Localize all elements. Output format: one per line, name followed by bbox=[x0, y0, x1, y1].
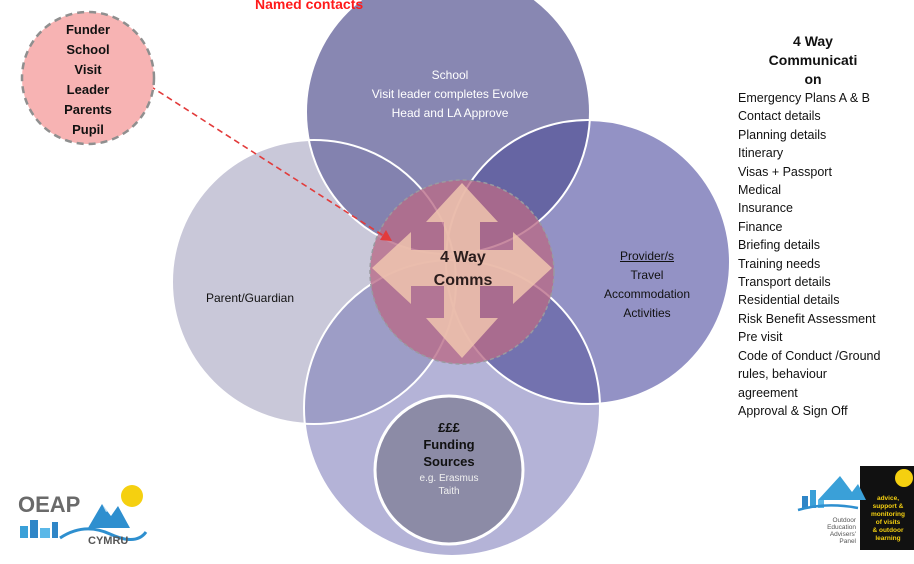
checklist-item: Briefing details bbox=[738, 238, 820, 253]
funding-label: £££ Funding Sources e.g. Erasmus Taith bbox=[389, 419, 509, 498]
funder-list: Funder School Visit Leader Parents Pupil bbox=[20, 10, 156, 150]
funder-line: Funder bbox=[65, 22, 111, 37]
provider-line: Activities bbox=[623, 306, 671, 320]
funding-title-line: Funding bbox=[423, 437, 475, 452]
checklist-item: Finance bbox=[738, 219, 783, 234]
funding-example: e.g. Erasmus bbox=[419, 473, 479, 484]
tag-text: advice, bbox=[877, 495, 899, 502]
overlap-school-provider bbox=[446, 120, 590, 254]
school-line: Head and LA Approve bbox=[391, 106, 509, 120]
funding-example: Taith bbox=[438, 486, 460, 497]
funder-circle bbox=[20, 10, 156, 146]
checklist-item: Insurance bbox=[738, 201, 793, 216]
oeap-panel-logo: Outdoor Education Advisers' Panel advice… bbox=[796, 466, 914, 550]
funding-inner-circle bbox=[373, 394, 525, 546]
school-title: School bbox=[431, 68, 469, 82]
panel-text: Outdoor bbox=[833, 517, 857, 524]
school-label: School Visit leader completes Evolve Hea… bbox=[330, 66, 570, 123]
checklist-item: Transport details bbox=[738, 275, 831, 290]
tag-text: support & bbox=[873, 503, 904, 510]
provider-title: Provider/s bbox=[619, 249, 675, 263]
tag-text: learning bbox=[875, 535, 900, 542]
checklist-item: Approval & Sign Off bbox=[738, 403, 848, 418]
funder-line: Visit bbox=[74, 62, 102, 77]
checklist-item: Planning details bbox=[738, 127, 827, 142]
oeap-logo-text: OEAP bbox=[18, 492, 80, 517]
panel-text: Panel bbox=[839, 538, 856, 545]
checklist-item: rules, behaviour bbox=[738, 367, 827, 382]
checklist-item: Contact details bbox=[738, 109, 821, 124]
panel-text: Education bbox=[827, 524, 856, 531]
checklist-item: Training needs bbox=[738, 256, 821, 271]
four-way-arrow-icon bbox=[372, 183, 552, 358]
oeap-panel-logo-graphic: Outdoor Education Advisers' Panel advice… bbox=[797, 466, 914, 550]
checklist-item: Code of Conduct /Ground bbox=[738, 348, 881, 363]
checklist-title-line: 4 Way bbox=[793, 33, 833, 49]
checklist-items: Emergency Plans A & B Contact details Pl… bbox=[738, 89, 914, 420]
provider-label: Provider/s Travel Accommodation Activiti… bbox=[588, 247, 706, 323]
checklist-item: Residential details bbox=[738, 293, 840, 308]
named-contacts-heading: Named contacts bbox=[255, 0, 364, 12]
panel-text: Advisers' bbox=[830, 531, 856, 538]
communication-checklist: 4 Way Communicati on Emergency Plans A &… bbox=[738, 32, 914, 420]
pointer-dashed-line bbox=[149, 85, 385, 237]
checklist-title: 4 Way Communicati on bbox=[738, 32, 888, 89]
checklist-title-line: on bbox=[804, 71, 822, 87]
center-line-2: Comms bbox=[434, 272, 493, 289]
tag-text: & outdoor bbox=[872, 527, 904, 534]
pointer-arrowhead-icon bbox=[380, 230, 392, 241]
checklist-item: Risk Benefit Assessment bbox=[738, 311, 876, 326]
checklist-item: Pre visit bbox=[738, 330, 783, 345]
oeap-cymru-logo: OEAP CYMRU bbox=[14, 482, 154, 548]
oeap-logo-graphic: OEAP CYMRU bbox=[18, 485, 148, 547]
provider-line: Accommodation bbox=[603, 287, 691, 301]
funding-title-line: Sources bbox=[423, 454, 475, 469]
funder-line: School bbox=[66, 42, 110, 57]
funder-line: Parents bbox=[64, 102, 112, 117]
center-line-1: 4 Way bbox=[440, 249, 486, 266]
checklist-item: Medical bbox=[738, 183, 782, 198]
checklist-item: Itinerary bbox=[738, 146, 784, 161]
checklist-item: agreement bbox=[738, 385, 798, 400]
funding-title-line: £££ bbox=[438, 420, 460, 435]
checklist-item: Emergency Plans A & B bbox=[738, 91, 871, 105]
school-line: Visit leader completes Evolve bbox=[371, 87, 529, 101]
tag-text: monitoring bbox=[871, 511, 905, 518]
funder-line: Pupil bbox=[72, 122, 104, 137]
checklist-item: Visas + Passport bbox=[738, 164, 832, 179]
checklist-title-line: Communicati bbox=[768, 52, 858, 68]
cymru-logo-text: CYMRU bbox=[88, 535, 128, 547]
funder-line: Leader bbox=[66, 82, 110, 97]
provider-line: Travel bbox=[630, 268, 664, 282]
tag-text: of visits bbox=[876, 519, 901, 526]
parent-label: Parent/Guardian bbox=[205, 291, 295, 305]
